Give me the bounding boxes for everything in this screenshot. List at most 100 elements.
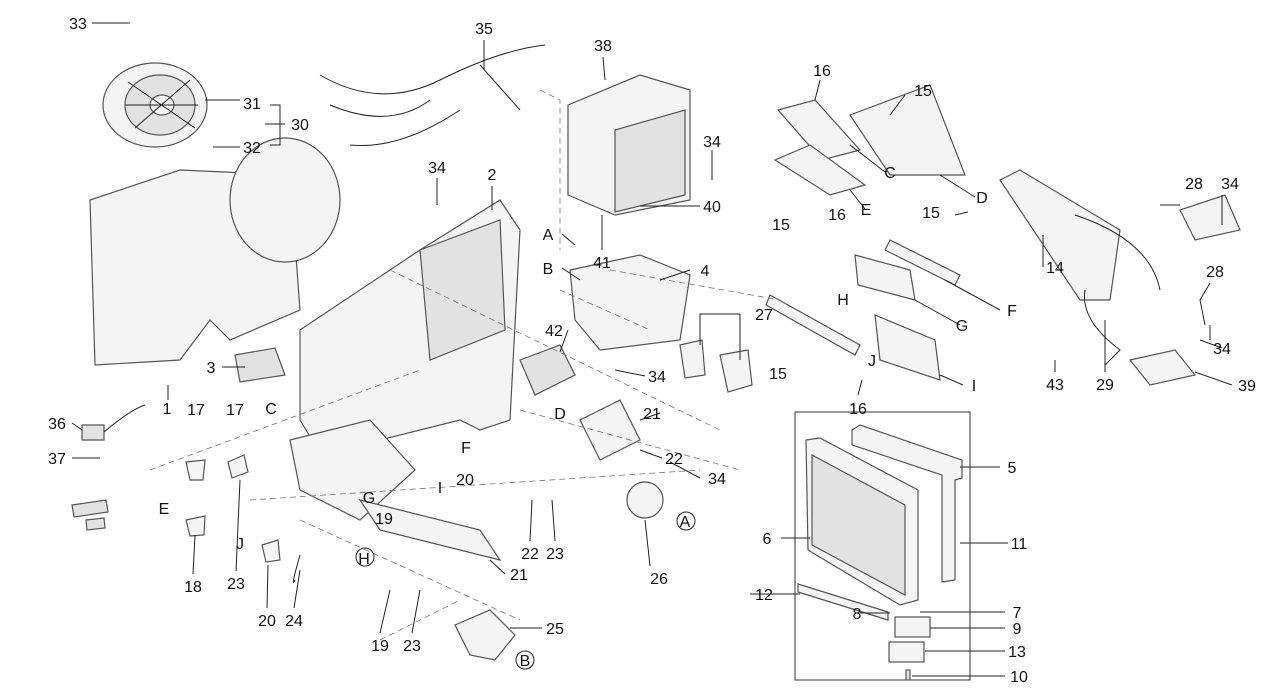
link-22 (579, 399, 641, 461)
callout-label-4: 4 (701, 263, 710, 280)
callout-label-28: 28 (1185, 176, 1203, 193)
wiring-harness (319, 44, 546, 147)
callout-label-36: 36 (48, 416, 66, 433)
callout-label-D: D (554, 406, 566, 423)
callout-label-43: 43 (1046, 377, 1064, 394)
callout-label-1: 1 (163, 401, 172, 418)
callout-label-10: 10 (1010, 669, 1028, 686)
marker-circle-h (355, 547, 375, 567)
callout-label-B: B (543, 261, 554, 278)
blower-motor (102, 62, 208, 148)
parts-artwork (71, 22, 1241, 681)
callout-label-34: 34 (708, 471, 726, 488)
callout-label-38: 38 (594, 38, 612, 55)
callout-label-23: 23 (403, 638, 421, 655)
callout-label-A: A (680, 514, 691, 531)
door-15a (849, 84, 966, 176)
callout-label-15: 15 (922, 205, 940, 222)
callout-label-F: F (1007, 303, 1017, 320)
marker-circle-a (676, 511, 696, 531)
callout-label-12: 12 (755, 587, 773, 604)
cover-13 (888, 641, 925, 663)
callout-label-34: 34 (648, 369, 666, 386)
callout-label-H: H (358, 551, 370, 568)
callout-label-J: J (868, 353, 876, 370)
callout-label-21: 21 (643, 406, 661, 423)
callout-label-2: 2 (488, 167, 497, 184)
part-3 (234, 347, 286, 383)
callout-label-3: 3 (207, 360, 216, 377)
callout-label-34: 34 (1221, 176, 1239, 193)
callout-label-I: I (438, 480, 442, 497)
marker-circle-b (515, 650, 535, 670)
actuator-42 (519, 344, 576, 396)
duct-top-right (1179, 194, 1241, 241)
callout-label-20: 20 (456, 472, 474, 489)
callout-label-30: 30 (291, 117, 309, 134)
block-9 (894, 616, 931, 638)
callout-label-16: 16 (849, 401, 867, 418)
callout-label-29: 29 (1096, 377, 1114, 394)
callout-label-28: 28 (1206, 264, 1224, 281)
callout-label-I: I (972, 378, 976, 395)
callout-label-A: A (543, 227, 554, 244)
callout-label-19: 19 (375, 511, 393, 528)
callout-label-9: 9 (1013, 621, 1022, 638)
pad-a (71, 499, 109, 518)
callout-label-C: C (884, 165, 896, 182)
callout-label-C: C (265, 401, 277, 418)
callout-label-39: 39 (1238, 378, 1256, 395)
callout-label-34: 34 (428, 160, 446, 177)
callout-label-33: 33 (69, 16, 87, 33)
seal-11 (851, 424, 963, 583)
callout-label-5: 5 (1008, 460, 1017, 477)
callout-label-H: H (837, 292, 849, 309)
door-16c (874, 314, 941, 381)
callout-label-32: 32 (243, 140, 261, 157)
callout-label-25: 25 (546, 621, 564, 638)
callout-label-E: E (861, 202, 872, 219)
callout-label-35: 35 (475, 21, 493, 38)
resistor-36 (81, 424, 105, 441)
callout-label-D: D (976, 190, 988, 207)
duct-39 (1128, 349, 1197, 386)
callout-label-16: 16 (828, 207, 846, 224)
callout-label-G: G (363, 490, 375, 507)
callout-label-J: J (236, 536, 244, 553)
screw-10 (905, 669, 911, 681)
callout-label-26: 26 (650, 571, 668, 588)
door-21 (358, 499, 502, 561)
callout-label-27: 27 (755, 307, 773, 324)
actuator-26 (626, 481, 664, 519)
duct-25 (454, 609, 516, 661)
door-15c (765, 294, 861, 356)
callout-label-22: 22 (665, 451, 683, 468)
callout-label-11: 11 (1011, 536, 1028, 553)
callout-label-8: 8 (853, 606, 862, 623)
callout-label-B: B (520, 653, 531, 670)
callout-label-20: 20 (258, 613, 276, 630)
callout-label-31: 31 (243, 96, 261, 113)
callout-label-23: 23 (227, 576, 245, 593)
actuator-27 (719, 349, 753, 393)
callout-label-16: 16 (813, 63, 831, 80)
door-16b (773, 144, 867, 196)
callout-label-34: 34 (703, 134, 721, 151)
callout-label-15: 15 (914, 83, 932, 100)
callout-label-42: 42 (545, 323, 563, 340)
callout-label-6: 6 (763, 531, 772, 548)
callout-label-21: 21 (510, 567, 528, 584)
pad-b (85, 517, 106, 531)
blower-inlet (229, 137, 341, 263)
callout-label-37: 37 (48, 451, 66, 468)
evaporator-inset-box (794, 411, 971, 681)
callout-label-34: 34 (1213, 341, 1231, 358)
seal-12 (797, 583, 889, 621)
heater-core-14 (999, 169, 1121, 301)
callout-label-17: 17 (187, 402, 205, 419)
door-g (854, 254, 916, 301)
callout-label-24: 24 (285, 613, 303, 630)
callout-label-E: E (159, 501, 170, 518)
